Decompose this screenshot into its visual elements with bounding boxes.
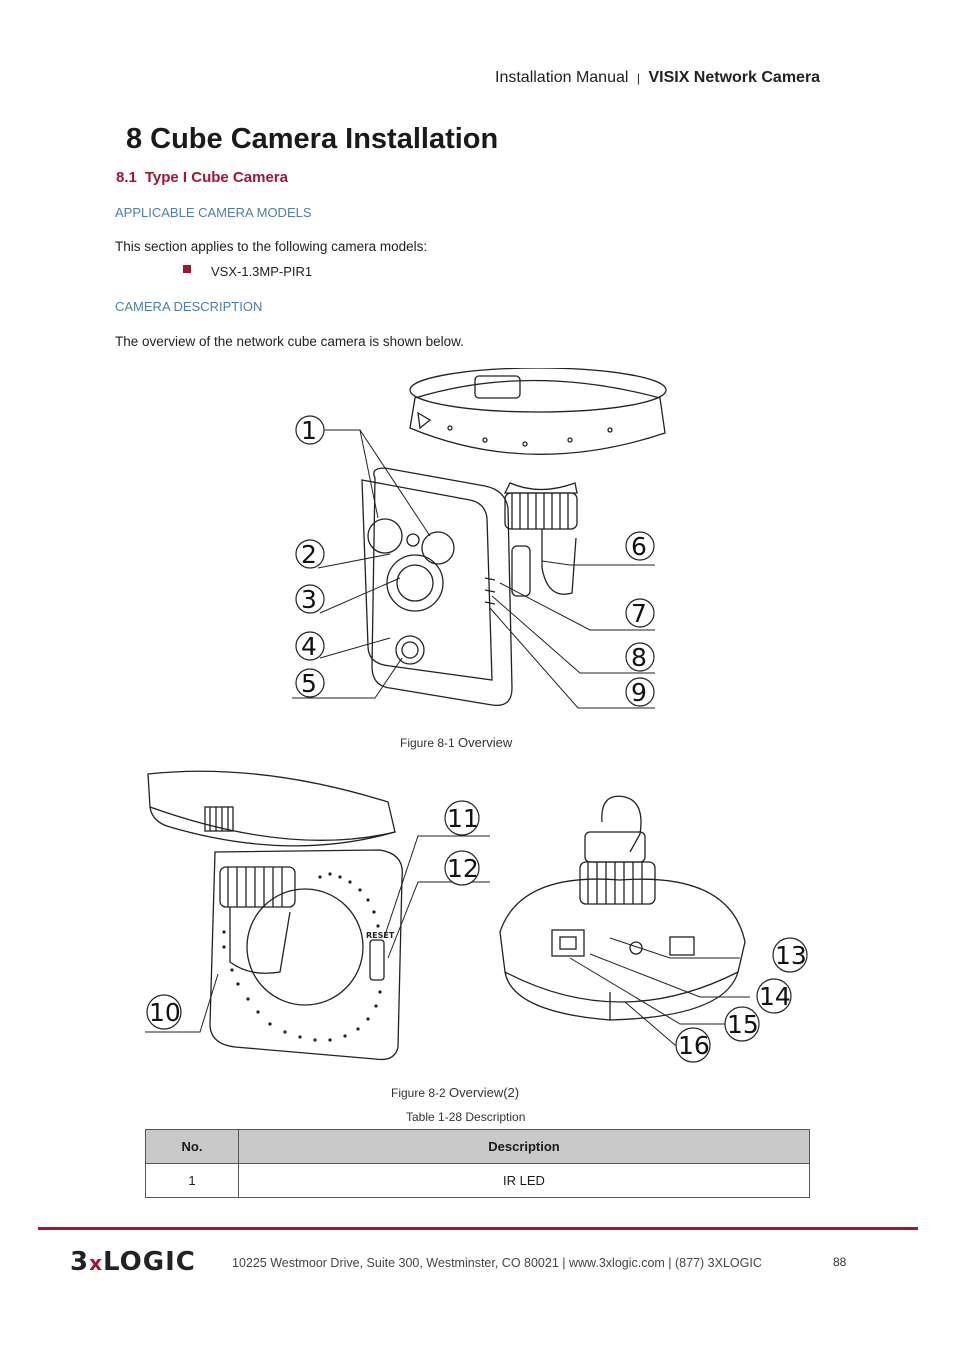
manual-label: Installation Manual — [495, 69, 629, 86]
description-heading: CAMERA DESCRIPTION — [115, 299, 263, 314]
description-intro: The overview of the network cube camera … — [115, 334, 464, 349]
footer-address: 10225 Westmoor Drive, Suite 300, Westmin… — [232, 1256, 762, 1270]
callout-8: 8 — [631, 643, 647, 672]
table-cell-description: IR LED — [238, 1163, 810, 1198]
table-row: 1 IR LED — [145, 1163, 810, 1198]
figure-overview-diagram: 1 2 3 4 5 6 7 8 9 — [292, 368, 667, 709]
page-number: 88 — [833, 1255, 847, 1269]
column-header-no: No. — [145, 1129, 239, 1164]
figure2-caption-title: Overview(2) — [449, 1085, 520, 1100]
callout-11: 11 — [447, 804, 479, 833]
callout-6: 6 — [631, 532, 647, 561]
subsection-number: 8.1 — [116, 169, 137, 186]
callout-3: 3 — [301, 585, 317, 614]
callout-leader-lines-2 — [145, 835, 750, 1046]
table-header-row: No. Description — [145, 1129, 810, 1164]
section-title: Cube Camera Installation — [150, 123, 499, 155]
applicable-intro: This section applies to the following ca… — [115, 239, 428, 254]
running-header: Installation Manual | VISIX Network Came… — [495, 69, 820, 87]
company-logo: 3xLOGIC — [70, 1247, 196, 1277]
logo-suffix: LOGIC — [103, 1247, 196, 1277]
section-number: 8 — [126, 123, 143, 155]
callout-1: 1 — [301, 416, 317, 445]
callout-13: 13 — [775, 941, 807, 970]
applicable-heading: APPLICABLE CAMERA MODELS — [115, 205, 312, 220]
camera-drawing — [361, 368, 667, 707]
figure1-caption-title: Overview — [458, 735, 513, 750]
callout-2: 2 — [301, 540, 317, 569]
subsection-heading: 8.1 Type I Cube Camera — [116, 169, 288, 186]
callout-14: 14 — [759, 982, 791, 1011]
callout-circles — [295, 415, 655, 707]
logo-prefix: 3 — [70, 1247, 90, 1277]
mount-base-drawing — [499, 795, 746, 1021]
figure2-caption: Figure 8-2 Overview(2) — [391, 1085, 519, 1100]
figure-overview2-diagram: RESET 10 11 12 13 14 15 16 — [145, 770, 808, 1063]
column-header-description: Description — [238, 1129, 810, 1164]
reset-label: RESET — [366, 931, 395, 940]
subsection-title: Type I Cube Camera — [144, 169, 288, 186]
table-caption: Table 1-28 Description — [406, 1110, 526, 1124]
model-list-item: VSX-1.3MP-PIR1 — [211, 264, 313, 279]
speaker-dots — [222, 872, 382, 1042]
callout-4: 4 — [301, 632, 317, 661]
callout-9: 9 — [631, 678, 647, 707]
callout-leader-lines — [292, 429, 655, 709]
bullet-marker — [183, 265, 191, 273]
table-cell-no: 1 — [145, 1163, 239, 1198]
description-table: No. Description 1 IR LED — [145, 1129, 810, 1198]
figure1-caption: Figure 8-1 Overview — [400, 735, 512, 750]
product-label: VISIX Network Camera — [648, 69, 821, 86]
camera-underside-drawing — [147, 770, 403, 1061]
callout-7: 7 — [631, 599, 647, 628]
callout-12: 12 — [447, 854, 479, 883]
callout-10: 10 — [149, 998, 181, 1027]
callout-circles-2 — [146, 800, 808, 1063]
logo-x: x — [89, 1251, 103, 1275]
header-separator: | — [636, 71, 640, 85]
figure1-caption-prefix: Figure 8-1 — [400, 736, 455, 750]
footer-rule — [38, 1227, 918, 1230]
callout-5: 5 — [301, 669, 317, 698]
callout-16: 16 — [678, 1031, 710, 1060]
figure2-caption-prefix: Figure 8-2 — [391, 1086, 446, 1100]
callout-15: 15 — [727, 1010, 759, 1039]
